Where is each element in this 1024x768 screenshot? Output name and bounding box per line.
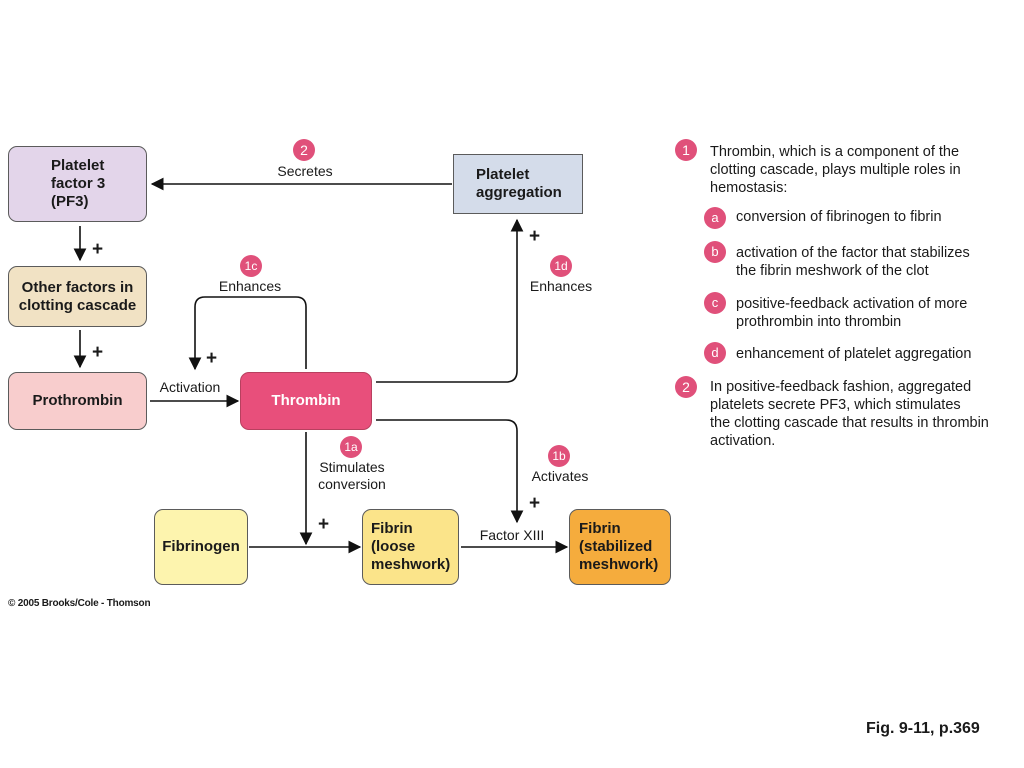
legend-badge-b: b <box>704 241 726 263</box>
plus-1c: + <box>206 348 218 369</box>
node-platelet-aggregation: Platelet aggregation <box>453 154 583 214</box>
plus-1b: + <box>529 493 541 514</box>
node-thrombin: Thrombin <box>240 372 372 430</box>
legend-text-d: enhancement of platelet aggregation <box>736 346 972 362</box>
legend-text-a: conversion of fibrinogen to fibrin <box>736 209 942 225</box>
badge-1d: 1d <box>550 255 572 277</box>
node-fibrin-stabilized: Fibrin (stabilized meshwork) <box>569 509 671 585</box>
label-secretes: Secretes <box>277 163 333 179</box>
legend-badge-1: 1 <box>675 139 697 161</box>
legend-text-b: activation of the factor that stabilizes… <box>736 245 970 279</box>
legend-badge-2: 2 <box>675 376 697 398</box>
node-pf3: Platelet factor 3 (PF3) <box>8 146 147 222</box>
badge-1b: 1b <box>548 445 570 467</box>
plus-1d: + <box>529 226 541 247</box>
label-enhances-1d: Enhances <box>529 278 593 294</box>
plus-1a: + <box>318 514 330 535</box>
badge-1a: 1a <box>340 436 362 458</box>
plus-pf3-other: + <box>92 239 104 260</box>
figure-caption: Fig. 9-11, p.369 <box>866 720 980 737</box>
arrow-activates-1b <box>376 419 524 524</box>
badge-1c: 1c <box>240 255 262 277</box>
arrow-enhances-1c <box>188 296 307 371</box>
label-enhances-1c: Enhances <box>218 278 282 294</box>
legend-badge-a: a <box>704 207 726 229</box>
node-other-factors: Other factors in clotting cascade <box>8 266 147 327</box>
legend-text-c: positive-feedback activation of more pro… <box>736 296 968 330</box>
legend-badge-d: d <box>704 342 726 364</box>
plus-other-prothrombin: + <box>92 342 104 363</box>
label-activation: Activation <box>159 379 221 395</box>
copyright-notice: © 2005 Brooks/Cole - Thomson <box>8 598 151 609</box>
legend-text-2: In positive-feedback fashion, aggregated… <box>710 379 989 449</box>
node-prothrombin: Prothrombin <box>8 372 147 430</box>
label-stimulates-conversion: Stimulates conversion <box>318 459 386 492</box>
arrow-enhances-1d <box>376 218 524 383</box>
label-activates: Activates <box>531 468 589 484</box>
label-factor-xiii: Factor XIII <box>479 527 545 543</box>
legend-badge-c: c <box>704 292 726 314</box>
legend-text-1: Thrombin, which is a component of the cl… <box>710 144 961 196</box>
node-fibrin-loose: Fibrin (loose meshwork) <box>362 509 459 585</box>
badge-2: 2 <box>293 139 315 161</box>
node-fibrinogen: Fibrinogen <box>154 509 248 585</box>
